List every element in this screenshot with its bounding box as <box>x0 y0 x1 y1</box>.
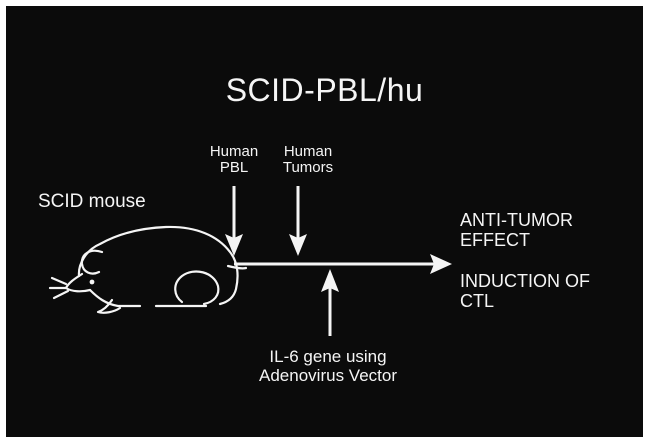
il6-vector-label: IL-6 gene using Adenovirus Vector <box>228 347 428 385</box>
diagram-title: SCID-PBL/hu <box>6 74 643 108</box>
induction-line-2: CTL <box>460 291 590 311</box>
anti-tumor-effect-label: ANTI-TUMOR EFFECT <box>460 210 573 250</box>
anti-tumor-line-1: ANTI-TUMOR <box>460 210 573 230</box>
human-tumors-line-1: Human <box>260 144 356 160</box>
induction-ctl-label: INDUCTION OF CTL <box>460 271 590 311</box>
il6-line-2: Adenovirus Vector <box>228 366 428 385</box>
scid-mouse-label: SCID mouse <box>38 192 146 212</box>
human-tumors-label: Human Tumors <box>260 144 356 176</box>
human-tumors-line-2: Tumors <box>260 160 356 176</box>
il6-line-1: IL-6 gene using <box>228 347 428 366</box>
induction-line-1: INDUCTION OF <box>460 271 590 291</box>
slide-panel: SCID-PBL/hu Human PBL Human Tumors SCID … <box>6 6 643 437</box>
mouse-illustration <box>50 227 246 313</box>
anti-tumor-line-2: EFFECT <box>460 230 573 250</box>
